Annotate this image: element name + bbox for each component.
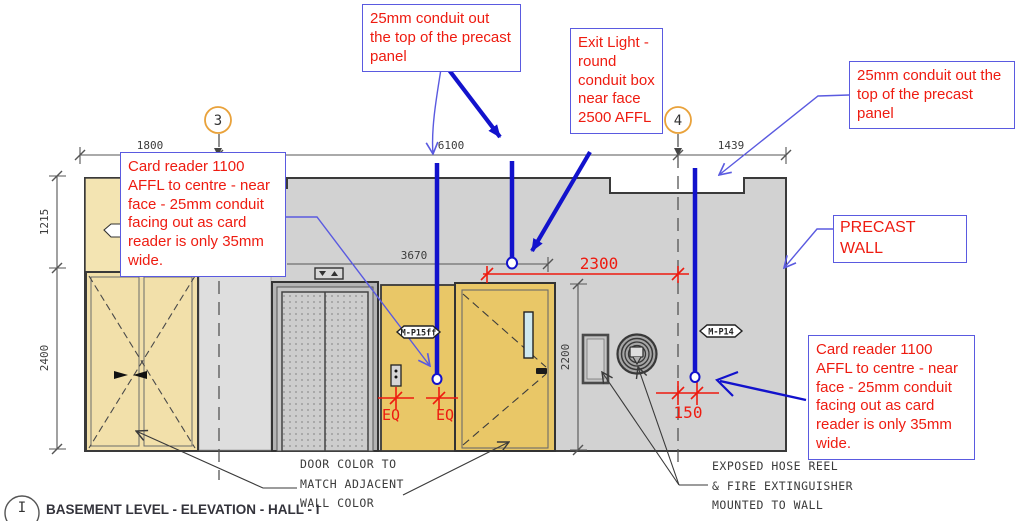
red-dimension-150 xyxy=(656,381,719,405)
red-dimension-2300 xyxy=(480,266,689,283)
fire-extinguisher-cabinet xyxy=(581,333,610,385)
grid-bubble-3: 3 xyxy=(204,106,232,134)
dim-2200: 2200 xyxy=(559,344,572,371)
single-door xyxy=(454,282,556,452)
wall-joint-strip xyxy=(198,272,272,451)
elevator-indicator xyxy=(314,267,344,280)
dim-1800: 1800 xyxy=(137,139,164,152)
dim-150: 150 xyxy=(674,403,703,422)
door-leaf-arrow xyxy=(133,371,147,379)
panel-tag-mp14: M-P14 xyxy=(698,324,744,338)
panel-tag-mp14-label: M-P14 xyxy=(708,328,734,338)
grid-bubble-3-label: 3 xyxy=(214,113,222,129)
annotation-card-reader-left: Card reader 1100 AFFL to centre - near f… xyxy=(120,152,286,277)
dim-3670: 3670 xyxy=(401,249,428,262)
note-hose-reel: EXPOSED HOSE REEL & FIRE EXTINGUISHER MO… xyxy=(712,459,854,513)
panel-tag-mp15ff: M-P15ff xyxy=(395,325,442,339)
annotation-conduit-top-right: 25mm conduit out the top of the precast … xyxy=(849,61,1015,130)
grid-bubble-4: 4 xyxy=(664,106,692,134)
card-reader-device xyxy=(390,364,402,387)
door-side-panel xyxy=(380,284,456,452)
section-bubble-label: I xyxy=(18,500,26,516)
conduit-box-wall-card-reader xyxy=(689,371,701,383)
panel-tag-mp15ff-label: M-P15ff xyxy=(401,329,437,339)
note-leaders xyxy=(136,367,708,496)
elevator-doors xyxy=(271,267,379,452)
conduit-box-exit-light xyxy=(506,256,518,270)
annotation-precast-wall: PRECAST WALL xyxy=(833,215,967,263)
section-bubble: I xyxy=(4,495,40,521)
grid-bubble-4-label: 4 xyxy=(674,113,682,129)
dim-2400: 2400 xyxy=(38,345,51,372)
door-leaf-arrow xyxy=(114,371,128,379)
dim-2300: 2300 xyxy=(580,254,619,273)
dim-eq-left: EQ xyxy=(382,406,400,424)
conduits xyxy=(431,161,701,385)
dim-1215: 1215 xyxy=(38,209,51,236)
hose-reel xyxy=(616,333,658,375)
door-vision-panel xyxy=(523,311,534,359)
drawing-title: BASEMENT LEVEL - ELEVATION - HALL - I xyxy=(46,502,320,517)
note-door-color: DOOR COLOR TO MATCH ADJACENT WALL COLOR xyxy=(300,457,404,511)
dim-6100: 6100 xyxy=(438,139,465,152)
annotation-exit-light: Exit Light - round conduit box near face… xyxy=(570,28,663,134)
annotation-card-reader-right: Card reader 1100 AFFL to centre - near f… xyxy=(808,335,975,460)
annotation-leaders xyxy=(285,68,850,402)
annotation-conduit-top-left: 25mm conduit out the top of the precast … xyxy=(362,4,521,73)
red-dimension-eq xyxy=(378,387,458,409)
double-door xyxy=(85,271,199,452)
door-handle xyxy=(536,368,547,374)
dim-eq-right: EQ xyxy=(436,406,454,424)
conduit-box-door-card-reader xyxy=(431,373,443,385)
dim-1439: 1439 xyxy=(718,139,745,152)
